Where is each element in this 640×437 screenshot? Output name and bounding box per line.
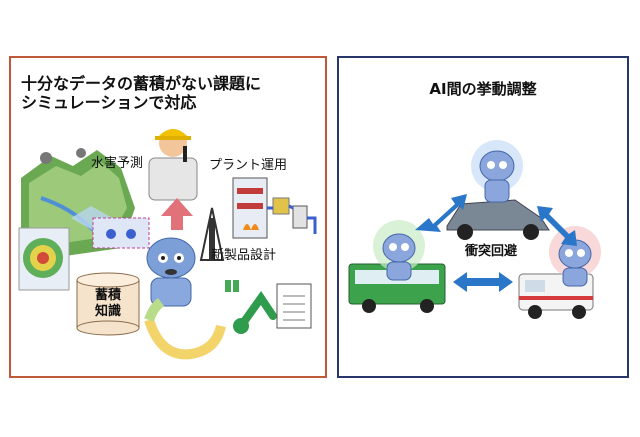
- left-illustration: [18, 129, 317, 360]
- robot-right-icon: [549, 226, 601, 287]
- plant-illustration: [199, 177, 317, 261]
- label-collision-avoidance: 衝突回避: [465, 244, 518, 259]
- label-plant-operation: プラント運用: [209, 158, 288, 173]
- left-title-line2: シミュレーションで対応: [21, 93, 197, 112]
- bus-illustration: [348, 263, 446, 313]
- weather-radar-illustration: [18, 227, 70, 291]
- database-label: 蓄積 知識: [95, 288, 121, 320]
- right-illustration: [348, 140, 601, 319]
- right-panel: AI間の挙動調整: [337, 56, 629, 378]
- arrow-bus-ambulance: [453, 272, 513, 292]
- grid-map-illustration: [92, 217, 150, 249]
- label-new-product-design: 新製品設計: [211, 248, 277, 263]
- knowledge-database-icon: [76, 272, 140, 336]
- left-panel: 十分なデータの蓄積がない課題に シミュレーションで対応: [9, 56, 327, 378]
- left-panel-title: 十分なデータの蓄積がない課題に シミュレーションで対応: [21, 74, 321, 112]
- ambulance-illustration: [518, 273, 594, 319]
- sports-car-illustration: [446, 199, 550, 240]
- product-design-illustration: [225, 280, 312, 334]
- robot-top-icon: [471, 140, 523, 203]
- robot-left-icon: [373, 220, 425, 281]
- arrow-bus-car: [415, 194, 467, 232]
- database-label-line2: 知識: [95, 304, 122, 319]
- label-flood-prediction: 水害予測: [91, 156, 144, 171]
- worker-illustration: [148, 129, 198, 201]
- arrow-car-ambulance: [537, 206, 577, 246]
- up-arrow: [161, 198, 193, 230]
- robot-icon: [146, 237, 196, 307]
- cycle-arrow: [144, 298, 226, 360]
- right-panel-title: AI間の挙動調整: [429, 80, 537, 98]
- left-title-line1: 十分なデータの蓄積がない課題に: [21, 74, 262, 93]
- database-label-line1: 蓄積: [95, 288, 122, 303]
